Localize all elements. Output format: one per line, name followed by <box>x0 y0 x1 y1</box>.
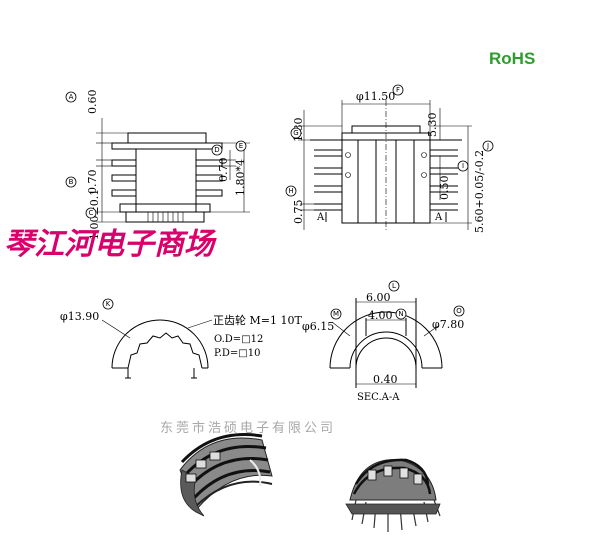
callout-e: E <box>239 142 243 150</box>
dim-outer: 6.00 <box>366 291 391 304</box>
dim-right-dia: φ7.80 <box>432 318 464 331</box>
callout-i: I <box>462 162 464 170</box>
gear-outer-arc <box>111 319 209 369</box>
section-caption: SEC.A-A <box>357 392 400 403</box>
dim-left-dia: φ6.15 <box>302 320 334 333</box>
callout-b: B <box>69 178 74 186</box>
callout-g: G <box>293 129 298 137</box>
callout-h: H <box>288 187 293 195</box>
gear-spec-3: P.D=□10 <box>214 348 260 359</box>
dim-mid-flange: 0.70 <box>86 170 99 195</box>
callout-k: K <box>106 300 111 308</box>
product-render-left <box>179 432 273 517</box>
side-top-flange <box>127 132 207 144</box>
callout-o: O <box>456 307 462 315</box>
side-view: 0.60 0.70 1.00±0.1 0.70 1.80*4 A B C D E <box>65 90 250 240</box>
rohs-label: RoHS <box>489 49 535 68</box>
side-pin-base <box>125 211 205 223</box>
callout-f: F <box>396 86 400 94</box>
shop-name: 琴江河电子商场 <box>4 227 217 262</box>
dim-width: φ11.50 <box>356 90 395 103</box>
dim-right-gap: 0.70 <box>217 158 230 183</box>
callout-j: J <box>486 142 489 150</box>
dim-overall: 5.60+0.05/-0.2 <box>473 150 486 233</box>
section-outer-arc <box>329 311 443 369</box>
gear-spec-2: O.D=□12 <box>214 334 263 345</box>
section-mark-left: A <box>316 212 325 223</box>
dim-inner: 4.00 <box>368 309 393 322</box>
callout-l: L <box>392 282 396 290</box>
side-upper-plate <box>111 142 223 150</box>
gear-teeth <box>127 332 203 369</box>
dim-top-flange: 0.60 <box>86 90 99 115</box>
callout-n: N <box>398 310 403 318</box>
gear-diameter: φ13.90 <box>60 310 99 323</box>
gear-spec-1: 正齿轮 M=1 10T <box>213 313 302 327</box>
product-render-right <box>345 458 441 532</box>
dim-top-height: 5.30 <box>426 113 439 138</box>
callout-m: M <box>333 310 339 318</box>
callout-d: D <box>214 146 219 154</box>
callout-c: C <box>89 209 94 217</box>
callout-a: A <box>69 93 74 101</box>
front-view: φ11.50 1.80 5.30 0.75 0.50 5.60+0.05/-0.… <box>285 84 494 233</box>
dim-pin-pitch: 1.80*4 <box>234 159 247 196</box>
dim-wall: 0.40 <box>373 373 398 386</box>
section-mark-right: A <box>434 212 443 223</box>
section-view: 6.00 4.00 φ6.15 φ7.80 0.40 SEC.A-A L M N… <box>302 280 465 403</box>
gear-view: φ13.90 正齿轮 M=1 10T O.D=□12 P.D=□10 K <box>60 298 302 379</box>
dim-bottom-thick: 0.75 <box>292 200 305 225</box>
dim-slot: 0.50 <box>438 176 451 201</box>
company-watermark: 东莞市浩硕电子有限公司 <box>160 420 336 436</box>
